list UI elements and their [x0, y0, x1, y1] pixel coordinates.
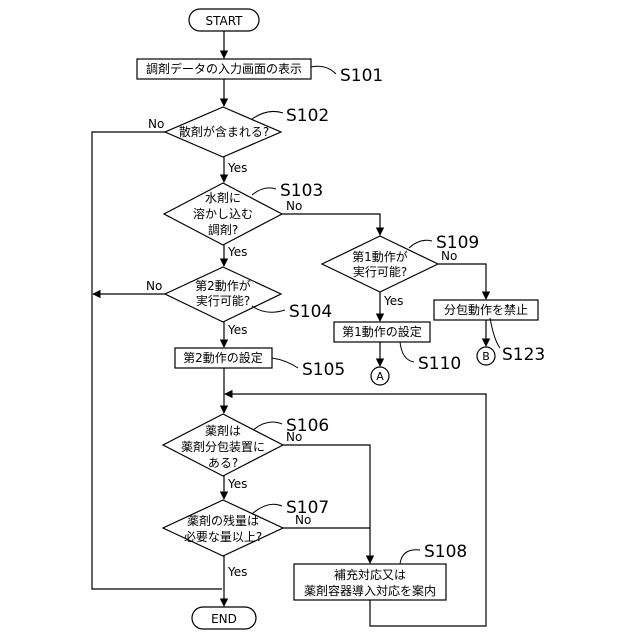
step-label-s101: S101 — [340, 66, 383, 86]
s104-label-line1: 第2動作が — [195, 278, 251, 293]
step-label-s102: S102 — [286, 106, 329, 126]
branch-s104-yes: Yes — [227, 323, 247, 337]
s109-decision — [322, 236, 438, 292]
leader-s106 — [253, 422, 282, 430]
leader-s102 — [252, 111, 283, 119]
step-label-s123: S123 — [502, 345, 545, 365]
leader-s108 — [400, 550, 420, 564]
s108-label-line1: 補充対応又は — [334, 567, 406, 582]
s107-label-line1: 薬剤の残量は — [187, 513, 259, 528]
s106-label-line1: 薬剤は — [205, 423, 241, 438]
branch-s103-no: No — [286, 199, 302, 213]
branch-s106-no: No — [286, 430, 302, 444]
branch-s109-no: No — [441, 249, 457, 263]
branch-s106-yes: Yes — [227, 477, 247, 491]
leader-s104 — [252, 306, 285, 312]
edge-s109-no — [438, 264, 486, 299]
s103-label-line2: 溶かし込む — [193, 206, 253, 221]
s104-label-line2: 実行可能? — [196, 293, 250, 308]
step-label-s104: S104 — [289, 302, 332, 322]
s109-label-line1: 第1動作が — [352, 249, 408, 264]
branch-s109-yes: Yes — [383, 294, 403, 308]
leader-s109 — [409, 240, 432, 248]
end-label: END — [211, 612, 237, 626]
branch-s107-no: No — [295, 513, 311, 527]
s103-label-line3: 調剤? — [208, 222, 238, 237]
step-label-s110: S110 — [418, 354, 461, 374]
leader-s107 — [252, 504, 282, 514]
s110-label: 第1動作の設定 — [342, 324, 422, 339]
branch-s102-no: No — [148, 117, 164, 131]
s107-label-line2: 必要な量以上? — [184, 530, 262, 544]
branch-s103-yes: Yes — [227, 245, 247, 259]
edge-s103-no — [282, 214, 380, 235]
s106-label-line3: ある? — [208, 456, 238, 470]
s102-label: 散剤が含まれる? — [179, 124, 269, 139]
leader-s105 — [272, 358, 298, 368]
s103-label-line1: 水剤に — [205, 190, 241, 205]
leader-s110 — [400, 342, 414, 362]
s107-decision — [163, 500, 283, 556]
s101-label: 調剤データの入力画面の表示 — [146, 61, 302, 76]
step-label-s103: S103 — [280, 181, 323, 201]
connector-b-label: B — [482, 350, 490, 363]
leader-s101 — [311, 66, 336, 74]
s123-label: 分包動作を禁止 — [444, 303, 528, 317]
s109-label-line2: 実行可能? — [353, 264, 407, 279]
s105-label: 第2動作の設定 — [183, 350, 263, 365]
leader-s123 — [490, 318, 500, 348]
step-label-s105: S105 — [302, 360, 345, 380]
s108-label-line2: 薬剤容器導入対応を案内 — [304, 583, 436, 598]
start-label: START — [205, 14, 243, 28]
branch-s107-yes: Yes — [227, 565, 247, 579]
leader-s103 — [252, 188, 276, 195]
branch-s102-yes: Yes — [227, 161, 247, 175]
branch-s104-no: No — [146, 279, 162, 293]
step-label-s108: S108 — [424, 542, 467, 562]
connector-a-label: A — [376, 370, 384, 383]
s106-label-line2: 薬剤分包装置に — [181, 439, 265, 454]
